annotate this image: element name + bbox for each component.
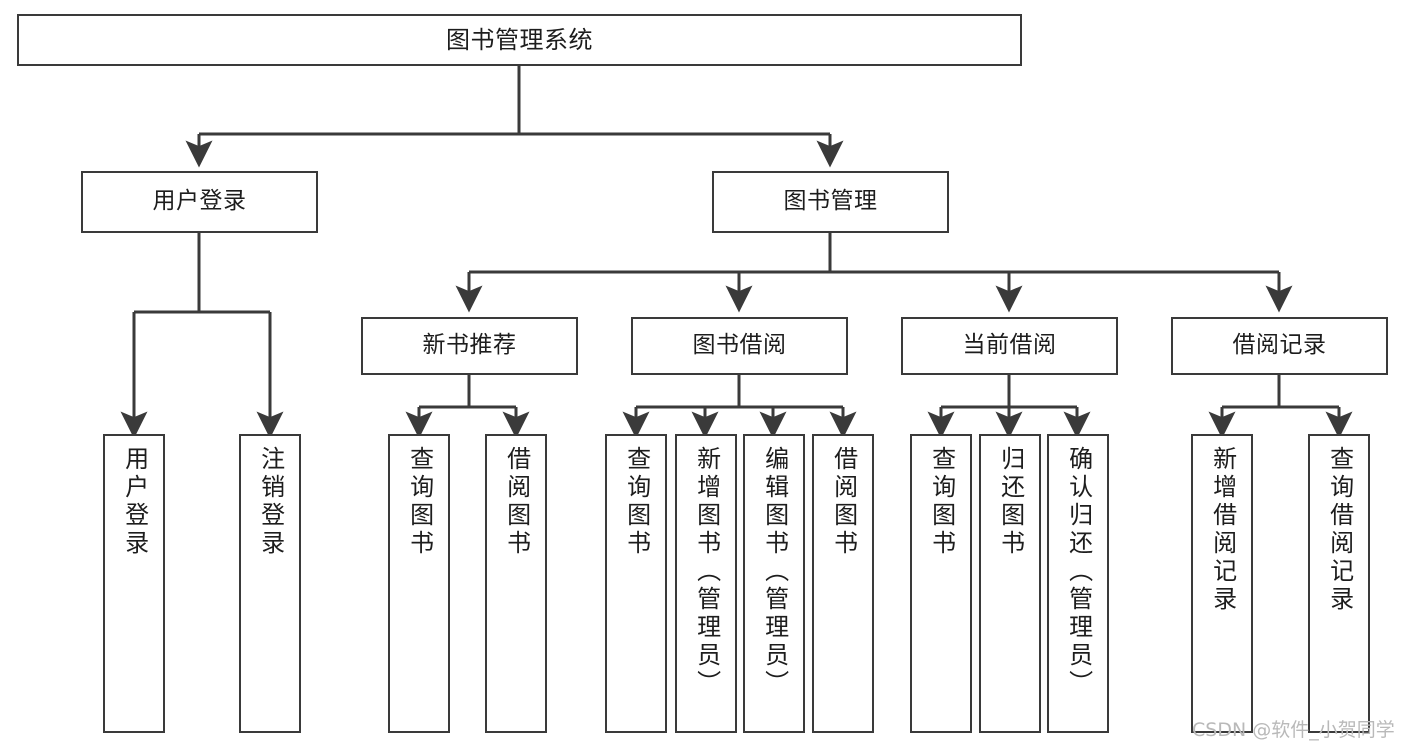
- node-new-book-recommend[interactable]: 新书推荐: [361, 317, 578, 375]
- leaf-borrow-record-query[interactable]: 查询借阅记录: [1308, 434, 1370, 733]
- leaf-book-borrow-edit[interactable]: 编辑图书（管理员）: [743, 434, 805, 733]
- node-book-management[interactable]: 图书管理: [712, 171, 949, 233]
- leaf-user-login-logout[interactable]: 注销登录: [239, 434, 301, 733]
- leaf-label: 编辑图书（管理员）: [760, 446, 789, 698]
- node-new-book-recommend-label: 新书推荐: [422, 332, 517, 359]
- node-root[interactable]: 图书管理系统: [17, 14, 1022, 66]
- leaf-label: 查询图书: [622, 446, 651, 558]
- leaf-label: 新增借阅记录: [1208, 446, 1237, 614]
- leaf-book-borrow-add[interactable]: 新增图书（管理员）: [675, 434, 737, 733]
- node-borrow-record-label: 借阅记录: [1232, 332, 1327, 359]
- leaf-book-borrow-borrow[interactable]: 借阅图书: [812, 434, 874, 733]
- leaf-user-login-login[interactable]: 用户登录: [103, 434, 165, 733]
- leaf-label: 借阅图书: [502, 446, 531, 558]
- leaf-current-borrow-query[interactable]: 查询图书: [910, 434, 972, 733]
- leaf-label: 注销登录: [256, 446, 285, 558]
- leaf-label: 归还图书: [996, 446, 1025, 558]
- node-root-label: 图书管理系统: [446, 25, 593, 54]
- node-current-borrow[interactable]: 当前借阅: [901, 317, 1118, 375]
- node-user-login-label: 用户登录: [152, 188, 247, 215]
- leaf-label: 查询图书: [927, 446, 956, 558]
- leaf-label: 借阅图书: [829, 446, 858, 558]
- node-book-borrow-label: 图书借阅: [692, 332, 787, 359]
- node-borrow-record[interactable]: 借阅记录: [1171, 317, 1388, 375]
- leaf-label: 新增图书（管理员）: [692, 446, 721, 698]
- leaf-label: 查询借阅记录: [1325, 446, 1354, 614]
- leaf-borrow-record-add[interactable]: 新增借阅记录: [1191, 434, 1253, 733]
- leaf-new-book-query[interactable]: 查询图书: [388, 434, 450, 733]
- leaf-current-borrow-confirm[interactable]: 确认归还（管理员）: [1047, 434, 1109, 733]
- node-book-borrow[interactable]: 图书借阅: [631, 317, 848, 375]
- leaf-current-borrow-return[interactable]: 归还图书: [979, 434, 1041, 733]
- node-user-login[interactable]: 用户登录: [81, 171, 318, 233]
- leaf-label: 查询图书: [405, 446, 434, 558]
- leaf-new-book-borrow[interactable]: 借阅图书: [485, 434, 547, 733]
- leaf-label: 用户登录: [120, 446, 149, 558]
- watermark: CSDN @软件_小贺同学: [1192, 719, 1395, 741]
- node-book-management-label: 图书管理: [783, 188, 878, 215]
- leaf-label: 确认归还（管理员）: [1064, 446, 1093, 698]
- leaf-book-borrow-query[interactable]: 查询图书: [605, 434, 667, 733]
- node-current-borrow-label: 当前借阅: [962, 332, 1057, 359]
